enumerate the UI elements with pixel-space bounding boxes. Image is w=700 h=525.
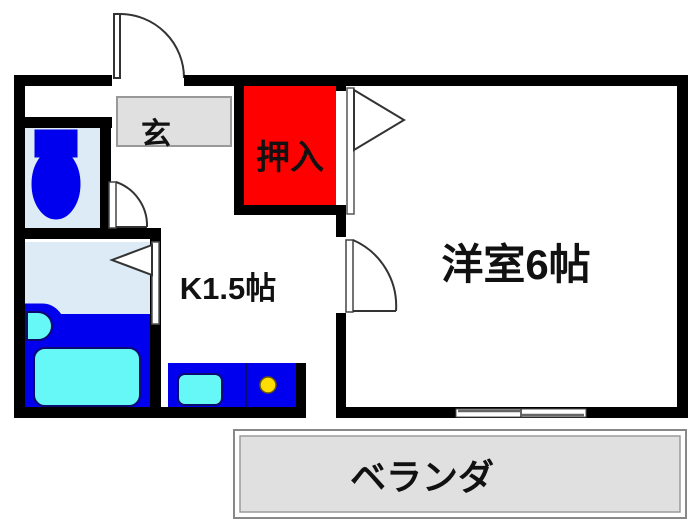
bathtub-basin [33, 347, 141, 407]
closet-area: 押入 [243, 85, 336, 214]
wall-divider-upper [336, 205, 346, 237]
kitchen-label: K1.5帖 [180, 271, 276, 306]
veranda-floor [239, 435, 681, 513]
closet-label: 押入 [256, 139, 324, 177]
wall-toilet-bottom [14, 228, 161, 239]
entrance-swing-door [112, 13, 185, 85]
wall-kitchen-right-lower [296, 363, 306, 418]
wall-closet-bottom [234, 205, 346, 215]
wall-toilet-top [14, 117, 112, 128]
wall-right-outer [677, 75, 688, 418]
veranda-label: ベランダ [350, 457, 494, 498]
entrance-door-opening [112, 75, 184, 85]
wall-top-left [14, 75, 112, 86]
wall-toilet-right [100, 117, 111, 228]
wall-main-top-stub [336, 85, 346, 91]
entrance-door-leaf [113, 13, 121, 79]
wall-top-right [184, 75, 688, 86]
kitchen-sink-basin [177, 373, 223, 406]
closet-folding-door [346, 87, 406, 215]
entrance-floor [116, 96, 232, 147]
toilet-swing-door [108, 181, 149, 229]
main-room-door-arc [352, 239, 398, 312]
wall-closet-left [234, 85, 244, 215]
closet-door-track [346, 87, 355, 215]
wall-divider-lower [336, 313, 346, 418]
stove-burner [259, 376, 277, 394]
toilet-bowl [31, 148, 81, 220]
main-room-swing-door [345, 239, 398, 313]
veranda-sliding-window [455, 408, 587, 418]
washbasin-bowl [26, 311, 53, 341]
main-room-door-leaf [345, 239, 354, 313]
bath-door-track [151, 241, 160, 325]
entrance-door-arc [119, 13, 185, 79]
bathroom-area [21, 242, 152, 418]
wall-bath-right-lower [150, 329, 161, 418]
toilet-door-arc [115, 181, 149, 228]
veranda-area: ベランダ [233, 429, 687, 519]
toilet-room [22, 128, 100, 228]
wall-left-outer [14, 75, 25, 418]
bath-folding-door [109, 241, 160, 325]
toilet-door-leaf [108, 181, 117, 229]
entrance-label: 玄 [141, 117, 171, 151]
kitchen-counter [168, 363, 296, 415]
bath-door-triangle [109, 243, 153, 277]
closet-door-triangle [353, 88, 406, 152]
closet-floor [243, 85, 336, 214]
main-room-label: 洋室6帖 [441, 241, 590, 288]
entrance-area: 玄 [116, 96, 232, 151]
